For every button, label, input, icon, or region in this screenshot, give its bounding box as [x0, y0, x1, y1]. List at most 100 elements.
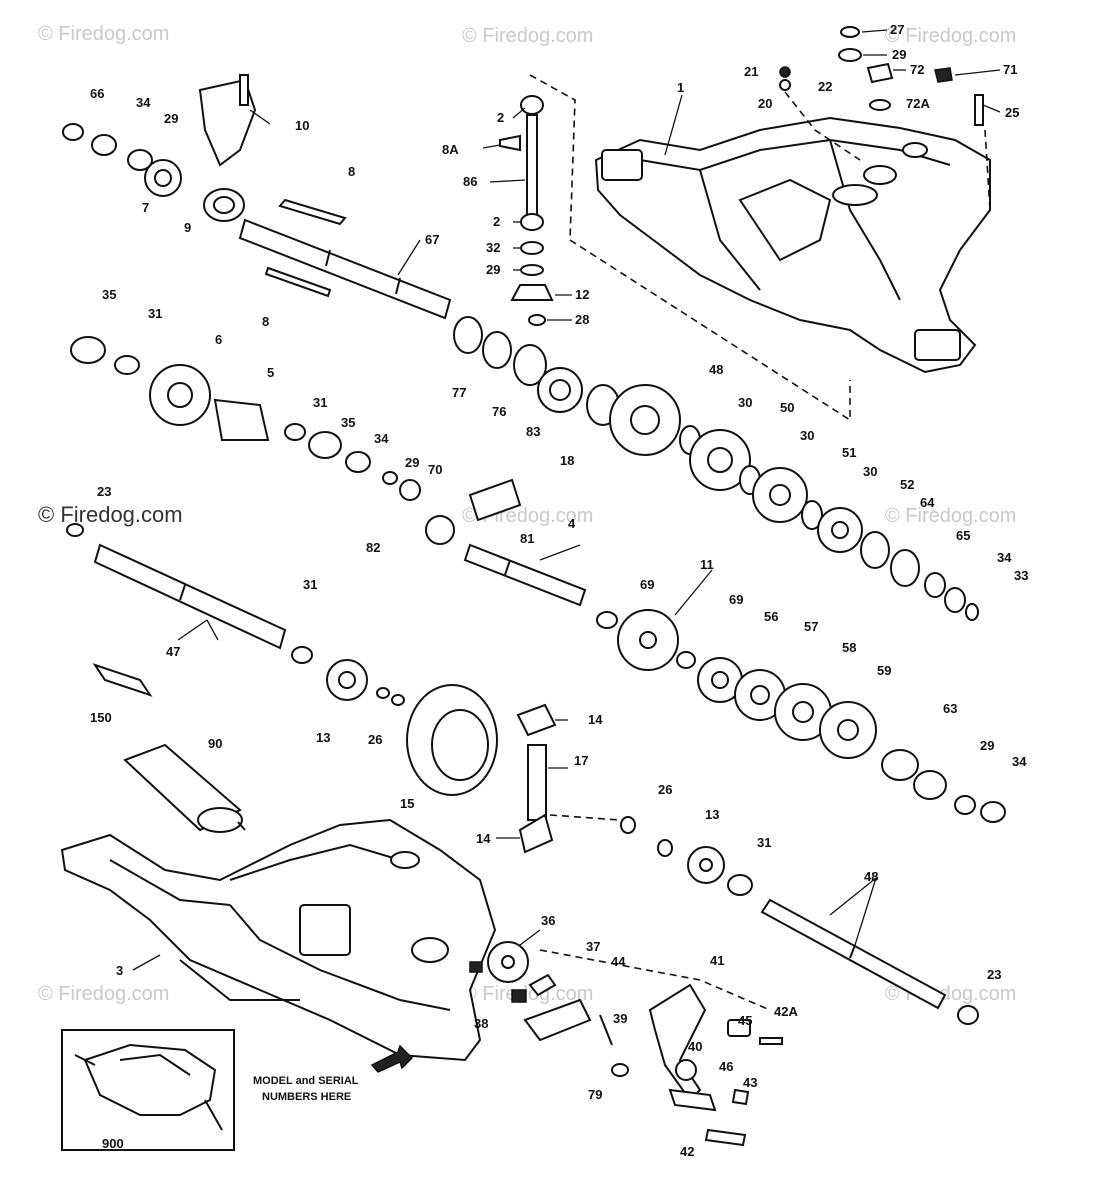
part-label: 34 — [1012, 754, 1027, 769]
watermark: © Firedog.com — [462, 983, 593, 1005]
part-label: 31 — [303, 577, 317, 592]
gear-row-middle — [284, 423, 587, 607]
part-label: 48 — [864, 869, 878, 884]
gear-row-lower — [596, 609, 1006, 823]
part-label: 30 — [800, 428, 814, 443]
part-label: 29 — [980, 738, 994, 753]
differential-assembly — [516, 703, 753, 896]
part-label: 40 — [688, 1039, 702, 1054]
part-label: 14 — [476, 831, 491, 846]
part-label: 47 — [166, 644, 180, 659]
upper-housing — [594, 116, 991, 374]
part-label: 77 — [452, 385, 466, 400]
part-label: 45 — [738, 1013, 752, 1028]
part-label: 69 — [729, 592, 743, 607]
vertical-shaft-assembly — [499, 74, 851, 422]
part-label: 23 — [987, 967, 1001, 982]
part-label: 8 — [262, 314, 269, 329]
watermark-layer: © Firedog.com © Firedog.com © Firedog.co… — [38, 23, 1016, 1005]
part-label: 8 — [348, 164, 355, 179]
part-label: 1 — [677, 80, 684, 95]
part-label: 13 — [316, 730, 330, 745]
part-label: 64 — [920, 495, 935, 510]
part-labels: 66 34 29 10 7 9 8 67 8 2 8A 86 2 32 29 1… — [90, 22, 1028, 1159]
watermark: © Firedog.com — [462, 25, 593, 47]
part-label: 42A — [774, 1004, 798, 1019]
part-label: 2 — [497, 110, 504, 125]
upper-hardware — [779, 26, 991, 211]
model-serial-note-line1: MODEL and SERIAL — [253, 1075, 359, 1087]
model-serial-callout: MODEL and SERIAL NUMBERS HERE — [253, 1044, 414, 1103]
watermark: © Firedog.com — [885, 505, 1016, 527]
part-label: 11 — [700, 557, 714, 572]
part-label: 35 — [341, 415, 355, 430]
part-label: 52 — [900, 477, 914, 492]
part-label: 69 — [640, 577, 654, 592]
leader-lines — [132, 29, 1001, 971]
part-label: 29 — [405, 455, 419, 470]
part-label: 20 — [758, 96, 772, 111]
part-label: 8A — [442, 142, 459, 157]
part-label: 79 — [588, 1087, 602, 1102]
part-label: 26 — [368, 732, 382, 747]
part-label: 34 — [997, 550, 1012, 565]
part-label: 29 — [164, 111, 178, 126]
part-label: 58 — [842, 640, 856, 655]
shaft-67-assembly — [62, 74, 452, 320]
lower-linkage — [469, 941, 783, 1147]
shaft-47-assembly — [66, 523, 498, 796]
part-label: 43 — [743, 1075, 757, 1090]
part-label: 14 — [588, 712, 603, 727]
part-label: 10 — [295, 118, 309, 133]
part-label: 17 — [574, 753, 588, 768]
part-label: 90 — [208, 736, 222, 751]
part-label: 56 — [764, 609, 778, 624]
part-label: 5 — [267, 365, 274, 380]
part-label: 50 — [780, 400, 794, 415]
part-label: 31 — [313, 395, 327, 410]
part-label: 23 — [97, 484, 111, 499]
part-label: 67 — [425, 232, 439, 247]
part-label: 9 — [184, 220, 191, 235]
part-label: 86 — [463, 174, 477, 189]
part-label: 2 — [493, 214, 500, 229]
watermark: © Firedog.com — [38, 502, 183, 527]
lower-housing — [60, 818, 497, 1062]
watermark: © Firedog.com — [885, 25, 1016, 47]
part-label: 30 — [863, 464, 877, 479]
part-label: 82 — [366, 540, 380, 555]
part-label: 3 — [116, 963, 123, 978]
part-label: 29 — [486, 262, 500, 277]
part-label: 900 — [102, 1136, 124, 1151]
part-label: 27 — [890, 22, 904, 37]
part-label: 37 — [586, 939, 600, 954]
watermark: © Firedog.com — [38, 23, 169, 45]
part-label: 59 — [877, 663, 891, 678]
part-label: 71 — [1003, 62, 1017, 77]
part-label: 21 — [744, 64, 758, 79]
part-label: 4 — [568, 516, 576, 531]
part-label: 72A — [906, 96, 930, 111]
inset-view — [61, 1029, 235, 1151]
part-label: 32 — [486, 240, 500, 255]
shaft-48-assembly — [760, 898, 979, 1025]
part-label: 26 — [658, 782, 672, 797]
part-label: 12 — [575, 287, 589, 302]
part-label: 34 — [136, 95, 151, 110]
part-label: 30 — [738, 395, 752, 410]
part-label: 150 — [90, 710, 112, 725]
part-label: 44 — [611, 954, 626, 969]
part-label: 28 — [575, 312, 589, 327]
watermark: © Firedog.com — [38, 983, 169, 1005]
part-label: 18 — [560, 453, 574, 468]
part-label: 51 — [842, 445, 856, 460]
part-label: 36 — [541, 913, 555, 928]
part-label: 83 — [526, 424, 540, 439]
part-label: 39 — [613, 1011, 627, 1026]
part-label: 6 — [215, 332, 222, 347]
part-label: 42 — [680, 1144, 694, 1159]
part-label: 38 — [474, 1016, 488, 1031]
part-label: 66 — [90, 86, 104, 101]
part-label: 22 — [818, 79, 832, 94]
